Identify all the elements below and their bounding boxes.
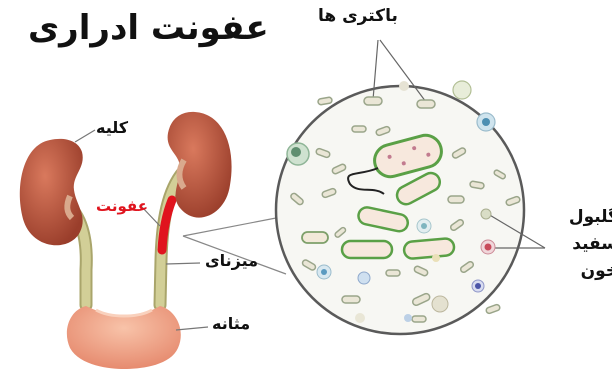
wbc-label-line-2: سفید	[543, 231, 612, 258]
wbc-label-line-3: خون	[543, 258, 612, 285]
bladder-label: مثانه	[212, 314, 250, 333]
right-kidney	[168, 112, 232, 218]
bacterium	[403, 238, 454, 259]
kidney-label: کلیه	[96, 118, 128, 137]
bladder	[67, 306, 181, 369]
white-blood-cell-label: گلبول سفید خون	[543, 204, 612, 285]
infection-label: عفونت	[96, 197, 148, 215]
bacterium	[342, 241, 392, 258]
bacterium	[302, 232, 328, 243]
bacteria-label: باکتری ها	[318, 6, 398, 26]
ureter-label: میزنای	[205, 251, 258, 270]
page-title: عفونت ادراری	[28, 8, 269, 48]
wbc-label-line-1: گلبول	[543, 204, 612, 231]
left-kidney	[20, 139, 83, 245]
